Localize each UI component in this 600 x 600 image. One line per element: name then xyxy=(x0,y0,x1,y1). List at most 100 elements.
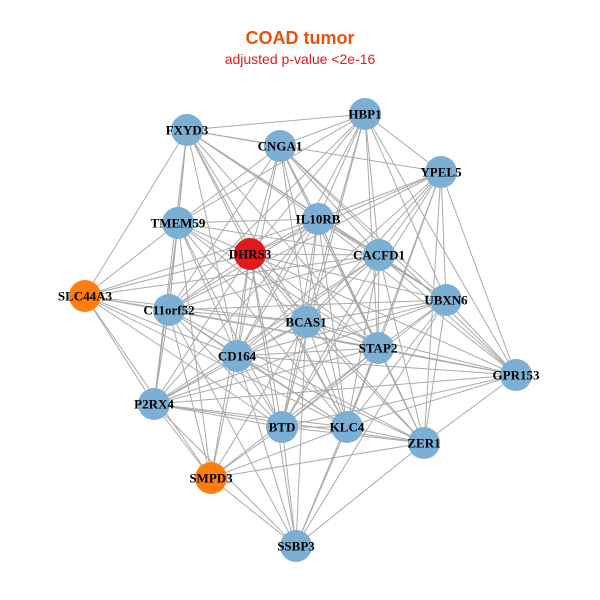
edge-YPEL5-UBXN6 xyxy=(440,171,447,301)
edge-STAP2-ZER1 xyxy=(377,347,425,444)
edge-C11orf52-SMPD3 xyxy=(168,309,212,479)
node-hbp1[interactable]: HBP1 xyxy=(348,98,382,130)
node-label: FXYD3 xyxy=(166,123,209,138)
node-circle xyxy=(349,98,381,130)
node-circle xyxy=(138,388,170,420)
edge-CACFD1-ZER1 xyxy=(378,254,425,444)
edge-UBXN6-SSBP3 xyxy=(295,299,447,547)
edge-YPEL5-DHRS3 xyxy=(249,171,442,255)
node-circle xyxy=(290,306,322,338)
node-label: BTD xyxy=(269,420,296,435)
edge-DHRS3-SLC44A3 xyxy=(84,253,251,297)
edge-CNGA1-CACFD1 xyxy=(279,145,380,256)
node-slc44a3[interactable]: SLC44A3 xyxy=(58,280,113,312)
edge-layer xyxy=(84,113,517,547)
edge-IL10RB-GPR153 xyxy=(317,218,517,376)
edge-SLC44A3-BTD xyxy=(84,295,283,428)
edge-IL10RB-TMEM59 xyxy=(177,218,319,224)
edge-BCAS1-GPR153 xyxy=(305,321,517,376)
node-circle xyxy=(363,239,395,271)
node-label: BCAS1 xyxy=(285,315,326,330)
node-ssbp3[interactable]: SSBP3 xyxy=(277,530,315,562)
node-circle xyxy=(162,207,194,239)
edge-BCAS1-ZER1 xyxy=(305,321,425,444)
edge-C11orf52-SSBP3 xyxy=(168,309,297,547)
edge-CACFD1-C11orf52 xyxy=(168,254,380,311)
node-cnga1[interactable]: CNGA1 xyxy=(258,130,303,162)
node-bcas1[interactable]: BCAS1 xyxy=(285,306,327,338)
edge-CACFD1-BCAS1 xyxy=(305,254,380,323)
edge-HBP1-GPR153 xyxy=(364,113,517,376)
edge-FXYD3-SLC44A3 xyxy=(84,129,188,297)
node-label: YPEL5 xyxy=(420,165,462,180)
edge-FXYD3-YPEL5 xyxy=(186,129,442,173)
edge-DHRS3-SSBP3 xyxy=(249,253,297,547)
node-circle xyxy=(362,332,394,364)
node-label: KLC4 xyxy=(330,420,365,435)
edge-BTD-SSBP3 xyxy=(281,426,297,547)
edge-HBP1-UBXN6 xyxy=(364,113,447,301)
edge-HBP1-BCAS1 xyxy=(305,113,366,323)
edge-FXYD3-CD164 xyxy=(186,129,238,357)
edge-STAP2-P2RX4 xyxy=(153,347,379,405)
edge-SLC44A3-SMPD3 xyxy=(84,295,212,479)
node-dhrs3[interactable]: DHRS3 xyxy=(229,238,272,270)
edge-YPEL5-IL10RB xyxy=(317,171,442,220)
edge-HBP1-IL10RB xyxy=(317,113,366,220)
node-stap2[interactable]: STAP2 xyxy=(359,332,398,364)
edge-STAP2-BTD xyxy=(281,347,379,428)
node-circle xyxy=(430,284,462,316)
node-fxyd3[interactable]: FXYD3 xyxy=(166,114,209,146)
node-label: CACFD1 xyxy=(353,248,405,263)
edge-IL10RB-P2RX4 xyxy=(153,218,319,405)
edge-CACFD1-SLC44A3 xyxy=(84,254,380,297)
edge-TMEM59-SLC44A3 xyxy=(84,222,179,297)
node-smpd3[interactable]: SMPD3 xyxy=(189,462,233,494)
node-label: HBP1 xyxy=(348,107,381,122)
edge-SLC44A3-CD164 xyxy=(84,295,238,357)
edge-UBXN6-BCAS1 xyxy=(305,299,447,323)
edge-ZER1-SSBP3 xyxy=(295,442,425,547)
node-cacfd1[interactable]: CACFD1 xyxy=(353,239,405,271)
node-label: SMPD3 xyxy=(189,471,233,486)
node-tmem59[interactable]: TMEM59 xyxy=(151,207,206,239)
edge-GPR153-KLC4 xyxy=(346,374,517,428)
node-ypel5[interactable]: YPEL5 xyxy=(420,156,462,188)
edge-DHRS3-CACFD1 xyxy=(249,253,380,256)
edge-FXYD3-BCAS1 xyxy=(186,129,307,323)
node-il10rb[interactable]: IL10RB xyxy=(296,203,341,235)
edge-HBP1-TMEM59 xyxy=(177,113,366,224)
edge-IL10RB-SLC44A3 xyxy=(84,218,319,297)
node-p2rx4[interactable]: P2RX4 xyxy=(134,388,174,420)
edge-DHRS3-BTD xyxy=(249,253,283,428)
node-circle xyxy=(408,427,440,459)
node-btd[interactable]: BTD xyxy=(266,411,298,443)
edge-UBXN6-CD164 xyxy=(236,299,447,357)
node-klc4[interactable]: KLC4 xyxy=(330,411,365,443)
node-cd164[interactable]: CD164 xyxy=(218,340,257,372)
edge-UBXN6-KLC4 xyxy=(346,299,447,428)
edge-STAP2-CD164 xyxy=(236,347,379,357)
node-circle xyxy=(69,280,101,312)
edge-CNGA1-UBXN6 xyxy=(279,145,447,301)
edge-P2RX4-BTD xyxy=(153,403,283,428)
node-label: DHRS3 xyxy=(229,247,272,262)
chart-title: COAD tumor xyxy=(245,28,355,48)
edge-DHRS3-GPR153 xyxy=(249,253,517,376)
node-zer1[interactable]: ZER1 xyxy=(407,427,441,459)
edge-DHRS3-ZER1 xyxy=(249,253,425,444)
edge-KLC4-SSBP3 xyxy=(295,426,348,547)
edge-HBP1-BTD xyxy=(281,113,366,428)
node-c11orf52[interactable]: C11orf52 xyxy=(143,294,195,326)
edge-CD164-GPR153 xyxy=(236,355,517,376)
node-circle xyxy=(500,359,532,391)
edge-BCAS1-KLC4 xyxy=(305,321,348,428)
edge-BCAS1-SMPD3 xyxy=(210,321,307,479)
node-ubxn6[interactable]: UBXN6 xyxy=(424,284,468,316)
node-circle xyxy=(266,411,298,443)
node-gpr153[interactable]: GPR153 xyxy=(493,359,540,391)
edge-CACFD1-P2RX4 xyxy=(153,254,380,405)
edge-GPR153-ZER1 xyxy=(423,374,517,444)
